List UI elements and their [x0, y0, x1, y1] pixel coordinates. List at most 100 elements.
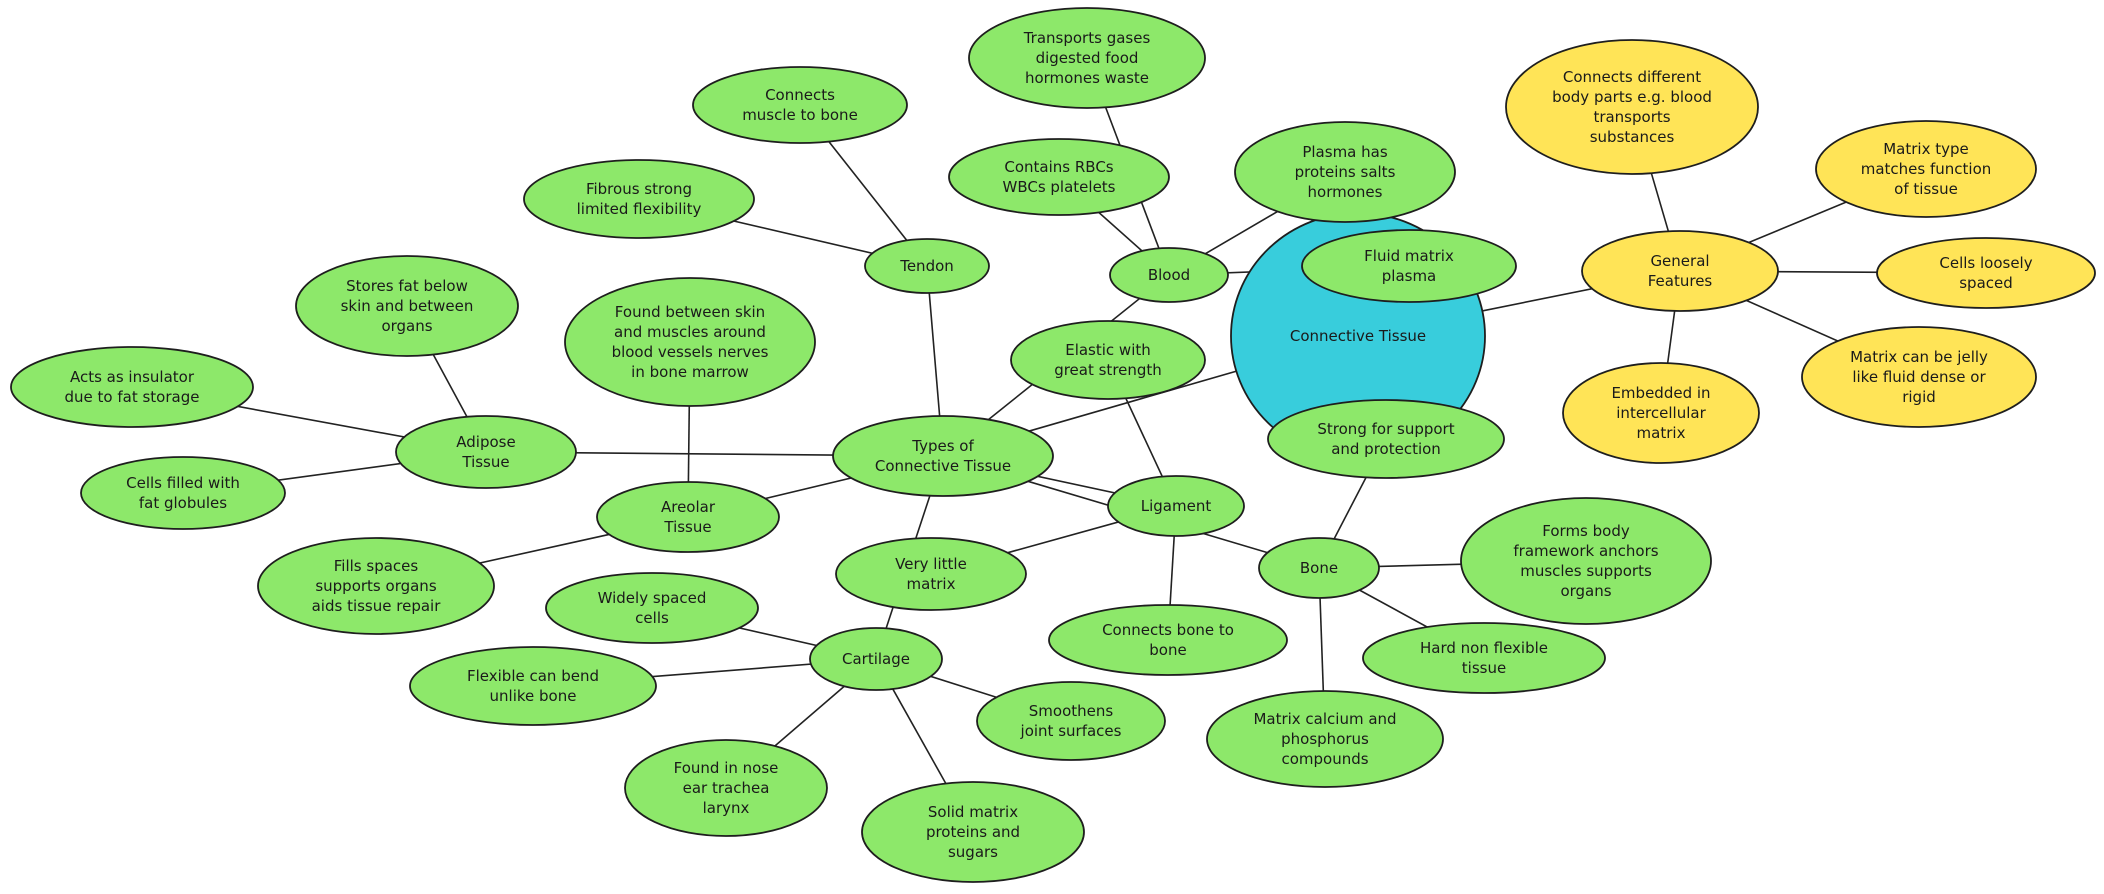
node-rbcs-label-line: Contains RBCs [1004, 158, 1113, 176]
node-plasma-has-label-line: hormones [1308, 183, 1383, 201]
node-types-label-line: Connective Tissue [875, 457, 1011, 475]
node-bone[interactable]: Bone [1258, 537, 1380, 599]
node-elastic-bubble [1010, 320, 1206, 400]
node-general-label-line: General [1650, 252, 1709, 270]
node-fat-globules-bubble [80, 456, 286, 530]
node-found-between-label-line: blood vessels nerves [612, 343, 769, 361]
node-fat-globules[interactable]: Cells filled with fat globules [80, 456, 286, 530]
node-adipose-label-line: Adipose [456, 433, 515, 451]
node-cartilage-bubble [809, 627, 943, 691]
node-cartilage-label-line: Cartilage [842, 650, 910, 668]
node-bone-label-line: Bone [1300, 559, 1338, 577]
node-muscle-bone-label-line: Connects [765, 86, 835, 104]
node-connects-parts-bubble [1505, 39, 1759, 175]
node-cells-loose-bubble [1876, 237, 2096, 309]
node-stores-fat-label-line: skin and between [341, 297, 474, 315]
node-adipose-label-line: Tissue [461, 453, 509, 471]
node-muscle-bone[interactable]: Connects muscle to bone [692, 66, 908, 144]
node-connects-parts-label-line: transports [1593, 108, 1670, 126]
node-cells-loose-label-line: spaced [1959, 274, 2013, 292]
node-stores-fat-label-line: organs [381, 317, 432, 335]
node-transports-label-line: hormones waste [1025, 69, 1149, 87]
node-little-matrix-label-line: Very little [895, 555, 967, 573]
node-tendon[interactable]: Tendon [864, 238, 990, 294]
node-types[interactable]: Types of Connective Tissue [832, 415, 1054, 497]
node-cartilage[interactable]: Cartilage [809, 627, 943, 691]
node-nose-label-line: Found in nose [674, 759, 779, 777]
node-hard-bubble [1362, 622, 1606, 694]
node-framework-bubble [1460, 497, 1712, 625]
node-general-label-line: Features [1648, 272, 1713, 290]
node-cells-loose-label-line: Cells loosely [1939, 254, 2032, 272]
node-types-label-line: Types of [911, 437, 974, 455]
node-embedded-bubble [1562, 362, 1760, 464]
node-fat-globules-label-line: Cells filled with [126, 474, 240, 492]
node-strong-support-label-line: Strong for support [1317, 420, 1454, 438]
node-ligament[interactable]: Ligament [1107, 475, 1245, 537]
node-blood[interactable]: Blood [1109, 247, 1229, 303]
node-connects-parts-label-line: substances [1590, 128, 1675, 146]
node-calcium-label-line: Matrix calcium and [1253, 710, 1396, 728]
node-tendon-bubble [864, 238, 990, 294]
node-ligament-bubble [1107, 475, 1245, 537]
node-strong-support-bubble [1267, 399, 1505, 479]
node-widely-bubble [545, 572, 759, 644]
node-embedded-label-line: matrix [1637, 424, 1686, 442]
node-found-between-bubble [564, 277, 816, 407]
node-bone-bone-bubble [1048, 604, 1288, 676]
node-fluid-matrix-label-line: plasma [1382, 267, 1437, 285]
node-connects-parts-label-line: Connects different [1563, 68, 1701, 86]
node-ligament-label-line: Ligament [1141, 497, 1212, 515]
node-solid-label-line: Solid matrix [928, 803, 1018, 821]
node-solid-bubble [861, 781, 1085, 883]
node-smoothens-bubble [976, 681, 1166, 761]
node-muscle-bone-label-line: muscle to bone [742, 106, 858, 124]
node-fat-globules-label-line: fat globules [139, 494, 227, 512]
node-matrix-jelly-bubble [1801, 326, 2037, 428]
node-matrix-jelly-label-line: rigid [1902, 388, 1936, 406]
node-embedded-label-line: Embedded in [1611, 384, 1710, 402]
node-hard-label-line: tissue [1462, 659, 1506, 677]
node-widely-label-line: cells [635, 609, 669, 627]
node-found-between-label-line: Found between skin [615, 303, 765, 321]
node-fibrous-label-line: Fibrous strong [586, 180, 692, 198]
node-cells-loose[interactable]: Cells loosely spaced [1876, 237, 2096, 309]
node-calcium-bubble [1206, 690, 1444, 788]
node-blood-label-line: Blood [1148, 266, 1190, 284]
node-tendon-label-line: Tendon [899, 257, 954, 275]
node-areolar-bubble [596, 481, 780, 553]
node-strong-support-label-line: and protection [1331, 440, 1441, 458]
node-fills-spaces-bubble [257, 537, 495, 635]
node-root-label-line: Connective Tissue [1290, 327, 1426, 345]
node-strong-support[interactable]: Strong for support and protection [1267, 399, 1505, 479]
node-areolar-label-line: Areolar [661, 498, 716, 516]
